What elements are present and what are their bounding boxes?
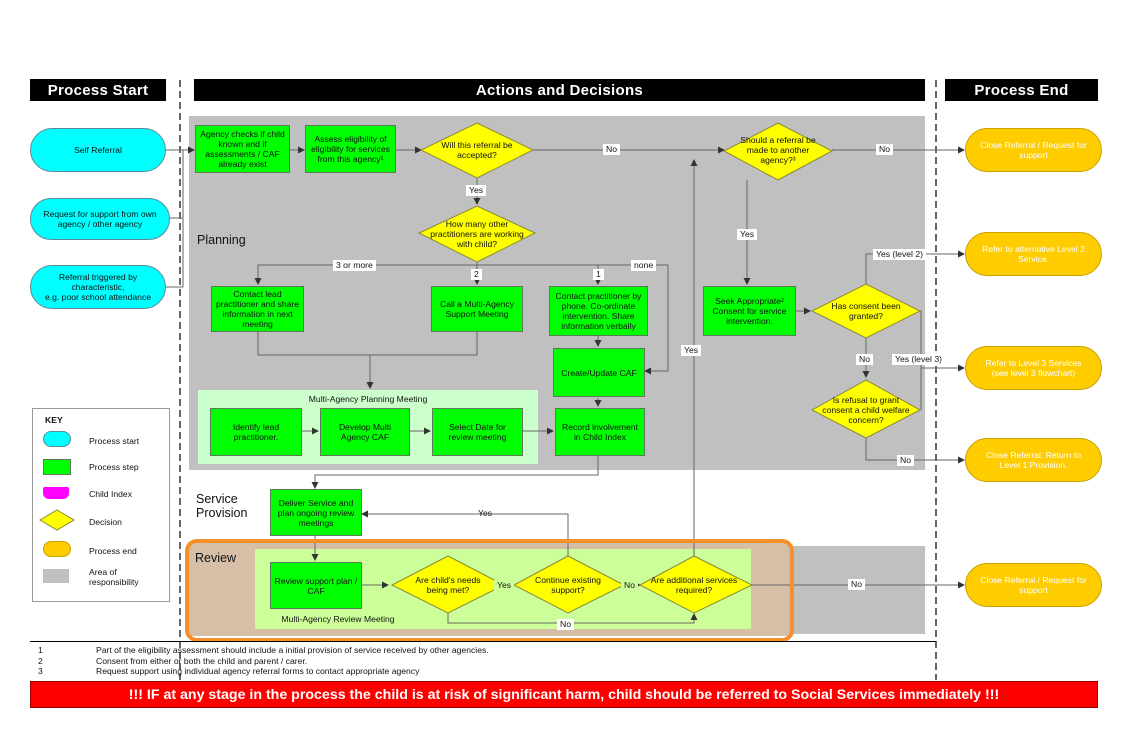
- edge-label-no-continue: No: [621, 580, 638, 591]
- warning-text: !!! IF at any stage in the process the c…: [128, 686, 1000, 703]
- step-agency-checks: Agency checks if child known and if asse…: [195, 125, 290, 173]
- footnote-3-text: Request support using individual agency …: [96, 666, 420, 676]
- legend-child-index: Child Index: [89, 489, 132, 499]
- step-seek-consent: Seek Appropriate² Consent for service in…: [703, 286, 796, 336]
- decision-refusal-concern: Is refusal to grant consent a child welf…: [822, 395, 910, 425]
- decision-additional-services: Are additional services required?: [650, 575, 738, 595]
- edge-label-yes-another: Yes: [737, 229, 758, 240]
- decision-continue-support: Continue existing support?: [535, 575, 601, 595]
- decision-needs-met: Are child's needs being met?: [415, 575, 481, 595]
- decision-consent-granted: Has consent been granted?: [831, 301, 901, 321]
- area-label-planning: Planning: [197, 233, 246, 247]
- decision-how-many-shape: [417, 205, 537, 263]
- decision-how-many: How many other practitioners are working…: [430, 219, 524, 249]
- step-develop-caf: Develop Multi Agency CAF: [320, 408, 410, 456]
- edge-label-three-or-more: 3 or more: [333, 260, 376, 271]
- edge-label-no-needs-met: No: [557, 619, 574, 630]
- legend-process-start: Process start: [89, 436, 140, 446]
- header-process-end: Process End: [945, 79, 1098, 101]
- edge-label-none: none: [631, 260, 657, 271]
- step-deliver-service: Deliver Service and plan ongoing review …: [270, 489, 362, 536]
- start-referral-triggered: Referral triggered by characteristic, e.…: [30, 265, 166, 309]
- legend-process-start-swatch: [43, 431, 71, 447]
- edge-label-yes-review-loop: Yes: [478, 508, 493, 518]
- warning-banner: !!! IF at any stage in the process the c…: [30, 681, 1098, 708]
- edge-label-yes-accepted: Yes: [466, 185, 487, 196]
- footnote-1-text: Part of the eligibility assessment shoul…: [96, 645, 489, 655]
- edge-label-no-accepted: No: [603, 144, 620, 155]
- footnote-2-text: Consent from either or both the child an…: [96, 656, 308, 666]
- step-contact-practitioner: Contact practitioner by phone. Co-ordina…: [549, 286, 648, 336]
- area-label-multi-agency-review: Multi-Agency Review Meeting: [281, 614, 395, 624]
- area-label-review: Review: [195, 551, 236, 565]
- end-refer-level2: Refer to alternative Level 2 Service.: [965, 232, 1102, 276]
- step-create-caf: Create/Update CAF: [553, 348, 645, 397]
- decision-continue-support-shape: [512, 555, 626, 614]
- decision-referral-accepted-shape: [419, 122, 535, 179]
- end-refer-level3: Refer to Level 3 Services (see level 3 f…: [965, 346, 1102, 390]
- edge-label-no-another: No: [876, 144, 893, 155]
- legend-child-index-swatch: [43, 487, 69, 499]
- end-close-request-1: Close Referral / Request for support: [965, 128, 1102, 172]
- area-label-multi-agency-planning: Multi-Agency Planning Meeting: [308, 394, 428, 404]
- decision-needs-met-shape: [390, 555, 506, 614]
- legend-process-end: Process end: [89, 546, 137, 556]
- legend-decision: Decision: [89, 517, 122, 527]
- step-contact-lead: Contact lead practitioner and share info…: [211, 286, 304, 332]
- edge-label-yes-level2: Yes (level 2): [873, 249, 926, 260]
- decision-consent-granted-shape: [810, 283, 922, 339]
- decision-another-agency: Should a referral be made to another age…: [740, 135, 816, 165]
- legend-decision-swatch: [39, 509, 75, 531]
- edge-label-no-refusal: No: [897, 455, 914, 466]
- area-label-service-provision: Service Provision: [196, 492, 248, 520]
- legend-process-end-swatch: [43, 541, 71, 557]
- end-close-request-2: Close Referral / Request for support: [965, 563, 1102, 607]
- legend-process-step-swatch: [43, 459, 71, 475]
- legend-area-swatch: [43, 569, 69, 583]
- step-call-meeting: Call a Multi-Agency Support Meeting: [431, 286, 523, 332]
- footnote-2-number: 2: [38, 656, 43, 666]
- decision-additional-services-shape: [638, 555, 754, 614]
- footnote-3-number: 3: [38, 666, 43, 676]
- header-actions-decisions: Actions and Decisions: [194, 79, 925, 101]
- legend-box: KEY Process start Process step Child Ind…: [32, 408, 170, 602]
- header-process-start: Process Start: [30, 79, 166, 101]
- legend-process-step: Process step: [89, 462, 139, 472]
- edge-label-yes-needs-met: Yes: [494, 580, 515, 591]
- start-request-support: Request for support from own agency / ot…: [30, 198, 170, 240]
- footnotes-divider: [30, 641, 936, 642]
- legend-area: Area of responsibility: [89, 567, 139, 587]
- end-close-return: Close Referral. Return to Level 1 Provis…: [965, 438, 1102, 482]
- edge-label-no-consent: No: [856, 354, 873, 365]
- decision-referral-accepted: Will this referral be accepted?: [441, 140, 513, 160]
- edge-label-yes-level3: Yes (level 3): [892, 354, 945, 365]
- step-identify-lead: Identify lead practitioner.: [210, 408, 302, 456]
- step-select-date: Select Date for review meeting: [432, 408, 523, 456]
- step-assess-eligibility: Assess eligibility of eligibility for se…: [305, 125, 396, 173]
- step-review-support: Review support plan / CAF: [270, 562, 362, 609]
- edge-label-yes-vertical: Yes: [681, 345, 702, 356]
- decision-another-agency-shape: [722, 122, 834, 181]
- legend-title: KEY: [45, 415, 63, 425]
- footnote-1-number: 1: [38, 645, 43, 655]
- step-record-involvement: Record involvement in Child Index: [555, 408, 645, 456]
- edge-label-no-additional: No: [848, 579, 865, 590]
- edge-label-one: 1: [593, 269, 604, 280]
- review-highlight-border: [185, 539, 794, 642]
- edge-label-two: 2: [471, 269, 482, 280]
- decision-refusal-concern-shape: [810, 379, 922, 439]
- start-self-referral: Self Referral: [30, 128, 166, 172]
